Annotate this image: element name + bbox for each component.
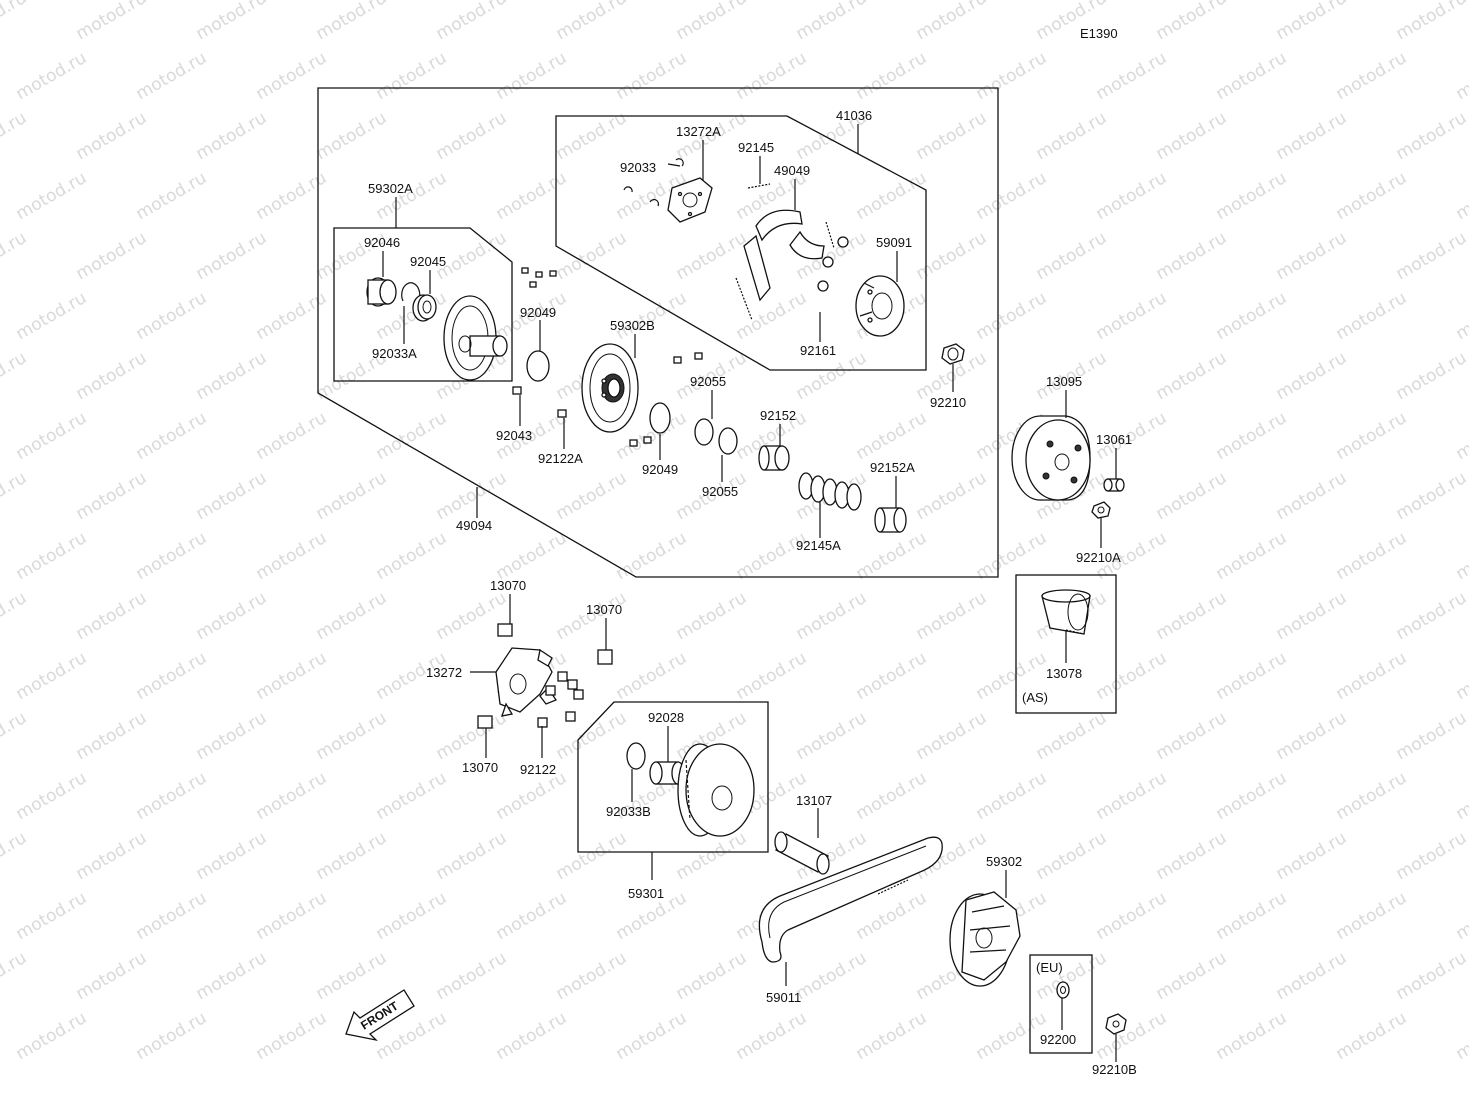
group-box-13078-AS <box>1015 574 1117 714</box>
label-13095: 13095 <box>1046 374 1082 389</box>
part-collar-13061 <box>1103 478 1125 492</box>
part-pins-group-b <box>629 352 703 447</box>
part-nut-92210 <box>941 343 965 365</box>
part-sliding-sheave-59302B <box>581 343 639 433</box>
label-49049: 49049 <box>774 163 810 178</box>
label-92145: 92145 <box>738 140 774 155</box>
label-92045: 92045 <box>410 254 446 269</box>
part-collar-13107 <box>774 831 830 875</box>
part-plate-13272A <box>667 177 713 223</box>
label-59091: 59091 <box>876 235 912 250</box>
label-92033: 92033 <box>620 160 656 175</box>
part-collar-92152A <box>874 507 907 533</box>
label-13070-top: 13070 <box>490 578 526 593</box>
part-key-92043 <box>512 386 522 395</box>
part-oring-92049-lower <box>649 402 671 434</box>
label-92210: 92210 <box>930 395 966 410</box>
part-labels: 59302A 92046 92045 92033A 92049 59302B 9… <box>364 108 1137 1077</box>
group-box-41036 <box>555 115 927 371</box>
label-92055-upper: 92055 <box>690 374 726 389</box>
group-box-EU <box>1029 954 1093 1054</box>
part-driven-pulley-59301 <box>677 743 755 837</box>
diagram-code: E1390 <box>1080 26 1118 41</box>
label-59302B: 59302B <box>610 318 655 333</box>
label-13070-right: 13070 <box>586 602 622 617</box>
label-13272: 13272 <box>426 665 462 680</box>
label-41036: 41036 <box>836 108 872 123</box>
part-belt-59011 <box>758 836 943 963</box>
group-box-59302A <box>333 227 513 382</box>
label-92145A: 92145A <box>796 538 841 553</box>
leader-lines <box>382 124 1117 1062</box>
label-92046: 92046 <box>364 235 400 250</box>
part-spring-92145A <box>798 472 862 511</box>
part-clutch-housing-13095 <box>1011 415 1091 501</box>
group-box-49094 <box>317 87 999 578</box>
label-92122A: 92122A <box>538 451 583 466</box>
part-rollers-92122 <box>537 671 584 728</box>
part-fixed-sheave-59302A <box>443 295 508 381</box>
part-seal-92055-upper <box>694 418 714 446</box>
label-92200: 92200 <box>1040 1032 1076 1047</box>
part-spring-92145 <box>747 183 771 189</box>
part-pin-92122A <box>557 409 567 418</box>
label-59301: 59301 <box>628 886 664 901</box>
label-92033B: 92033B <box>606 804 651 819</box>
part-bushing-92046 <box>366 277 397 307</box>
part-nut-92210B <box>1105 1013 1127 1035</box>
label-92161: 92161 <box>800 343 836 358</box>
label-92028: 92028 <box>648 710 684 725</box>
label-13070-bottom: 13070 <box>462 760 498 775</box>
group-box-59301 <box>577 701 769 853</box>
label-92049-lower: 92049 <box>642 462 678 477</box>
part-ramp-plate-13272 <box>495 647 557 717</box>
part-bearing-92045 <box>412 294 437 322</box>
label-13107: 13107 <box>796 793 832 808</box>
part-clutch-plate-59091 <box>855 275 905 337</box>
label-59302: 59302 <box>986 854 1022 869</box>
part-collar-92152 <box>758 445 790 471</box>
label-59302A: 59302A <box>368 181 413 196</box>
label-92210B: 92210B <box>1092 1062 1137 1077</box>
label-59011: 59011 <box>766 990 801 1005</box>
part-oring-92049-upper <box>526 350 550 382</box>
label-92049-upper: 92049 <box>520 305 556 320</box>
part-seal-92055-lower <box>718 427 738 455</box>
label-92043: 92043 <box>496 428 532 443</box>
label-92122: 92122 <box>520 762 556 777</box>
part-shoe-49049 <box>735 209 835 321</box>
part-washer-92200 <box>1056 981 1070 999</box>
part-slider-13070 <box>477 623 613 729</box>
part-nut-92210A <box>1091 501 1111 519</box>
label-13061: 13061 <box>1096 432 1132 447</box>
label-92152: 92152 <box>760 408 796 423</box>
label-92055-lower: 92055 <box>702 484 738 499</box>
label-92033A: 92033A <box>372 346 417 361</box>
part-circlip-92033 <box>623 158 684 207</box>
part-circlip-92033B <box>626 742 646 770</box>
part-drive-face-59302 <box>949 891 1021 987</box>
part-sleeve-13078 <box>1041 589 1091 635</box>
label-13272A: 13272A <box>676 124 721 139</box>
label-AS: (AS) <box>1022 690 1048 705</box>
label-13078: 13078 <box>1046 666 1082 681</box>
part-pins-group-a <box>521 267 557 288</box>
label-92152A: 92152A <box>870 460 915 475</box>
label-EU: (EU) <box>1036 960 1063 975</box>
label-49094: 49094 <box>456 518 492 533</box>
label-92210A: 92210A <box>1076 550 1121 565</box>
part-nut-small <box>817 236 849 292</box>
